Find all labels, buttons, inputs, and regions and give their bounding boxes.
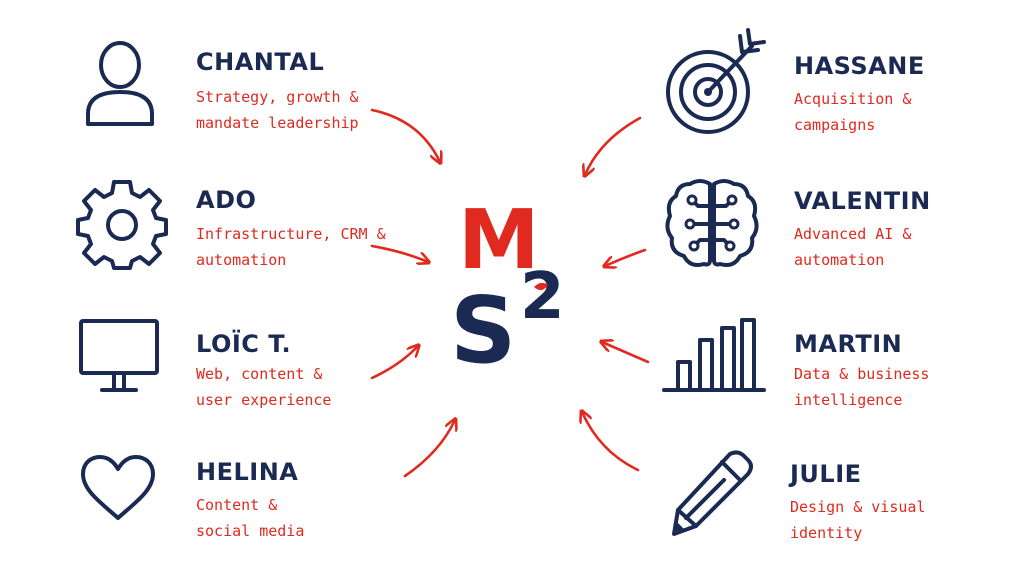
member-name-valentin: VALENTIN (794, 187, 931, 215)
member-role-chantal: Strategy, growth &mandate leadership (196, 88, 359, 132)
person-icon (80, 40, 160, 130)
logo-letter-s: S (450, 277, 516, 375)
member-name-helina: HELINA (196, 458, 299, 486)
arrow-julie (582, 412, 640, 472)
arrow-helina (403, 420, 455, 478)
member-name-loic: LOÏC T. (196, 330, 292, 358)
member-name-hassane: HASSANE (794, 52, 925, 80)
target-icon (660, 28, 772, 138)
member-name-chantal: CHANTAL (196, 48, 325, 76)
member-name-ado: ADO (196, 186, 257, 214)
brain-icon (664, 176, 760, 272)
pencil-icon (664, 448, 754, 538)
arrow-hassane (585, 116, 642, 175)
logo-superscript-2: 2 (520, 260, 565, 334)
member-name-martin: MARTIN (794, 330, 903, 358)
arrow-valentin (605, 248, 647, 266)
member-role-hassane: Acquisition &campaigns (794, 90, 912, 134)
member-name-julie: JULIE (790, 460, 862, 488)
logo-letter-m: M (458, 193, 540, 288)
arrow-ado (370, 244, 428, 262)
heart-icon (80, 454, 156, 522)
ms2-logo: M S 2 (450, 193, 565, 375)
gear-icon (76, 180, 168, 272)
member-role-ado: Infrastructure, CRM &automation (196, 225, 386, 269)
arrow-loic (370, 346, 418, 380)
member-role-loic: Web, content &user experience (196, 365, 332, 409)
arrow-chantal (370, 108, 440, 162)
arrow-martin (602, 342, 650, 364)
monitor-icon (78, 318, 160, 398)
member-role-helina: Content &social media (196, 496, 305, 540)
logo-red-swoosh (534, 282, 548, 291)
bar-chart-icon (660, 316, 770, 396)
member-role-valentin: Advanced AI &automation (794, 225, 912, 269)
